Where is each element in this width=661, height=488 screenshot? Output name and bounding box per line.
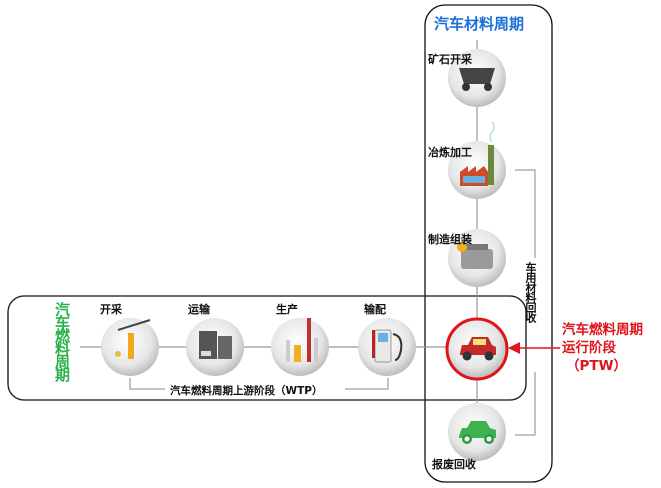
stage-label-manufacturing: 制造组装: [428, 233, 472, 246]
recycle-bracket: [515, 169, 536, 258]
ptw-label-line2: 运行阶段: [562, 340, 616, 356]
oil-barrels-icon: [186, 318, 244, 376]
stage-label-extraction: 开采: [100, 303, 122, 316]
stage-label-mining: 矿石开采: [428, 53, 472, 66]
stage-label-production: 生产: [276, 303, 298, 316]
ptw-label-line3: （PTW）: [566, 358, 627, 374]
stage-label-transport: 运输: [188, 303, 210, 316]
ptw-label-line1: 汽车燃料周期: [562, 322, 643, 338]
fuel-cycle-title: 汽车燃料周期: [53, 302, 71, 380]
mining-cart-icon: [448, 49, 506, 107]
material-cycle-title: 汽车材料周期: [434, 15, 525, 33]
stage-label-smelting: 冶炼加工: [428, 146, 472, 159]
engine-assembly-icon: [448, 229, 506, 287]
car-operation-icon: [445, 317, 509, 381]
recycle-label: 车用材料回收: [524, 262, 537, 322]
oil-pump-icon: [101, 318, 159, 376]
refinery-icon: [271, 318, 329, 376]
smelting-factory-icon: [448, 121, 506, 199]
fuel-dispenser-icon: [358, 318, 416, 376]
scrap-recycle-car-icon: [448, 403, 506, 461]
wtp-label: 汽车燃料周期上游阶段（WTP）: [170, 385, 323, 397]
material-cycle-box: [424, 4, 553, 483]
wtp-bracket: [129, 378, 165, 390]
stage-label-distribution: 输配: [364, 303, 386, 316]
stage-label-scrap: 报废回收: [432, 458, 476, 471]
